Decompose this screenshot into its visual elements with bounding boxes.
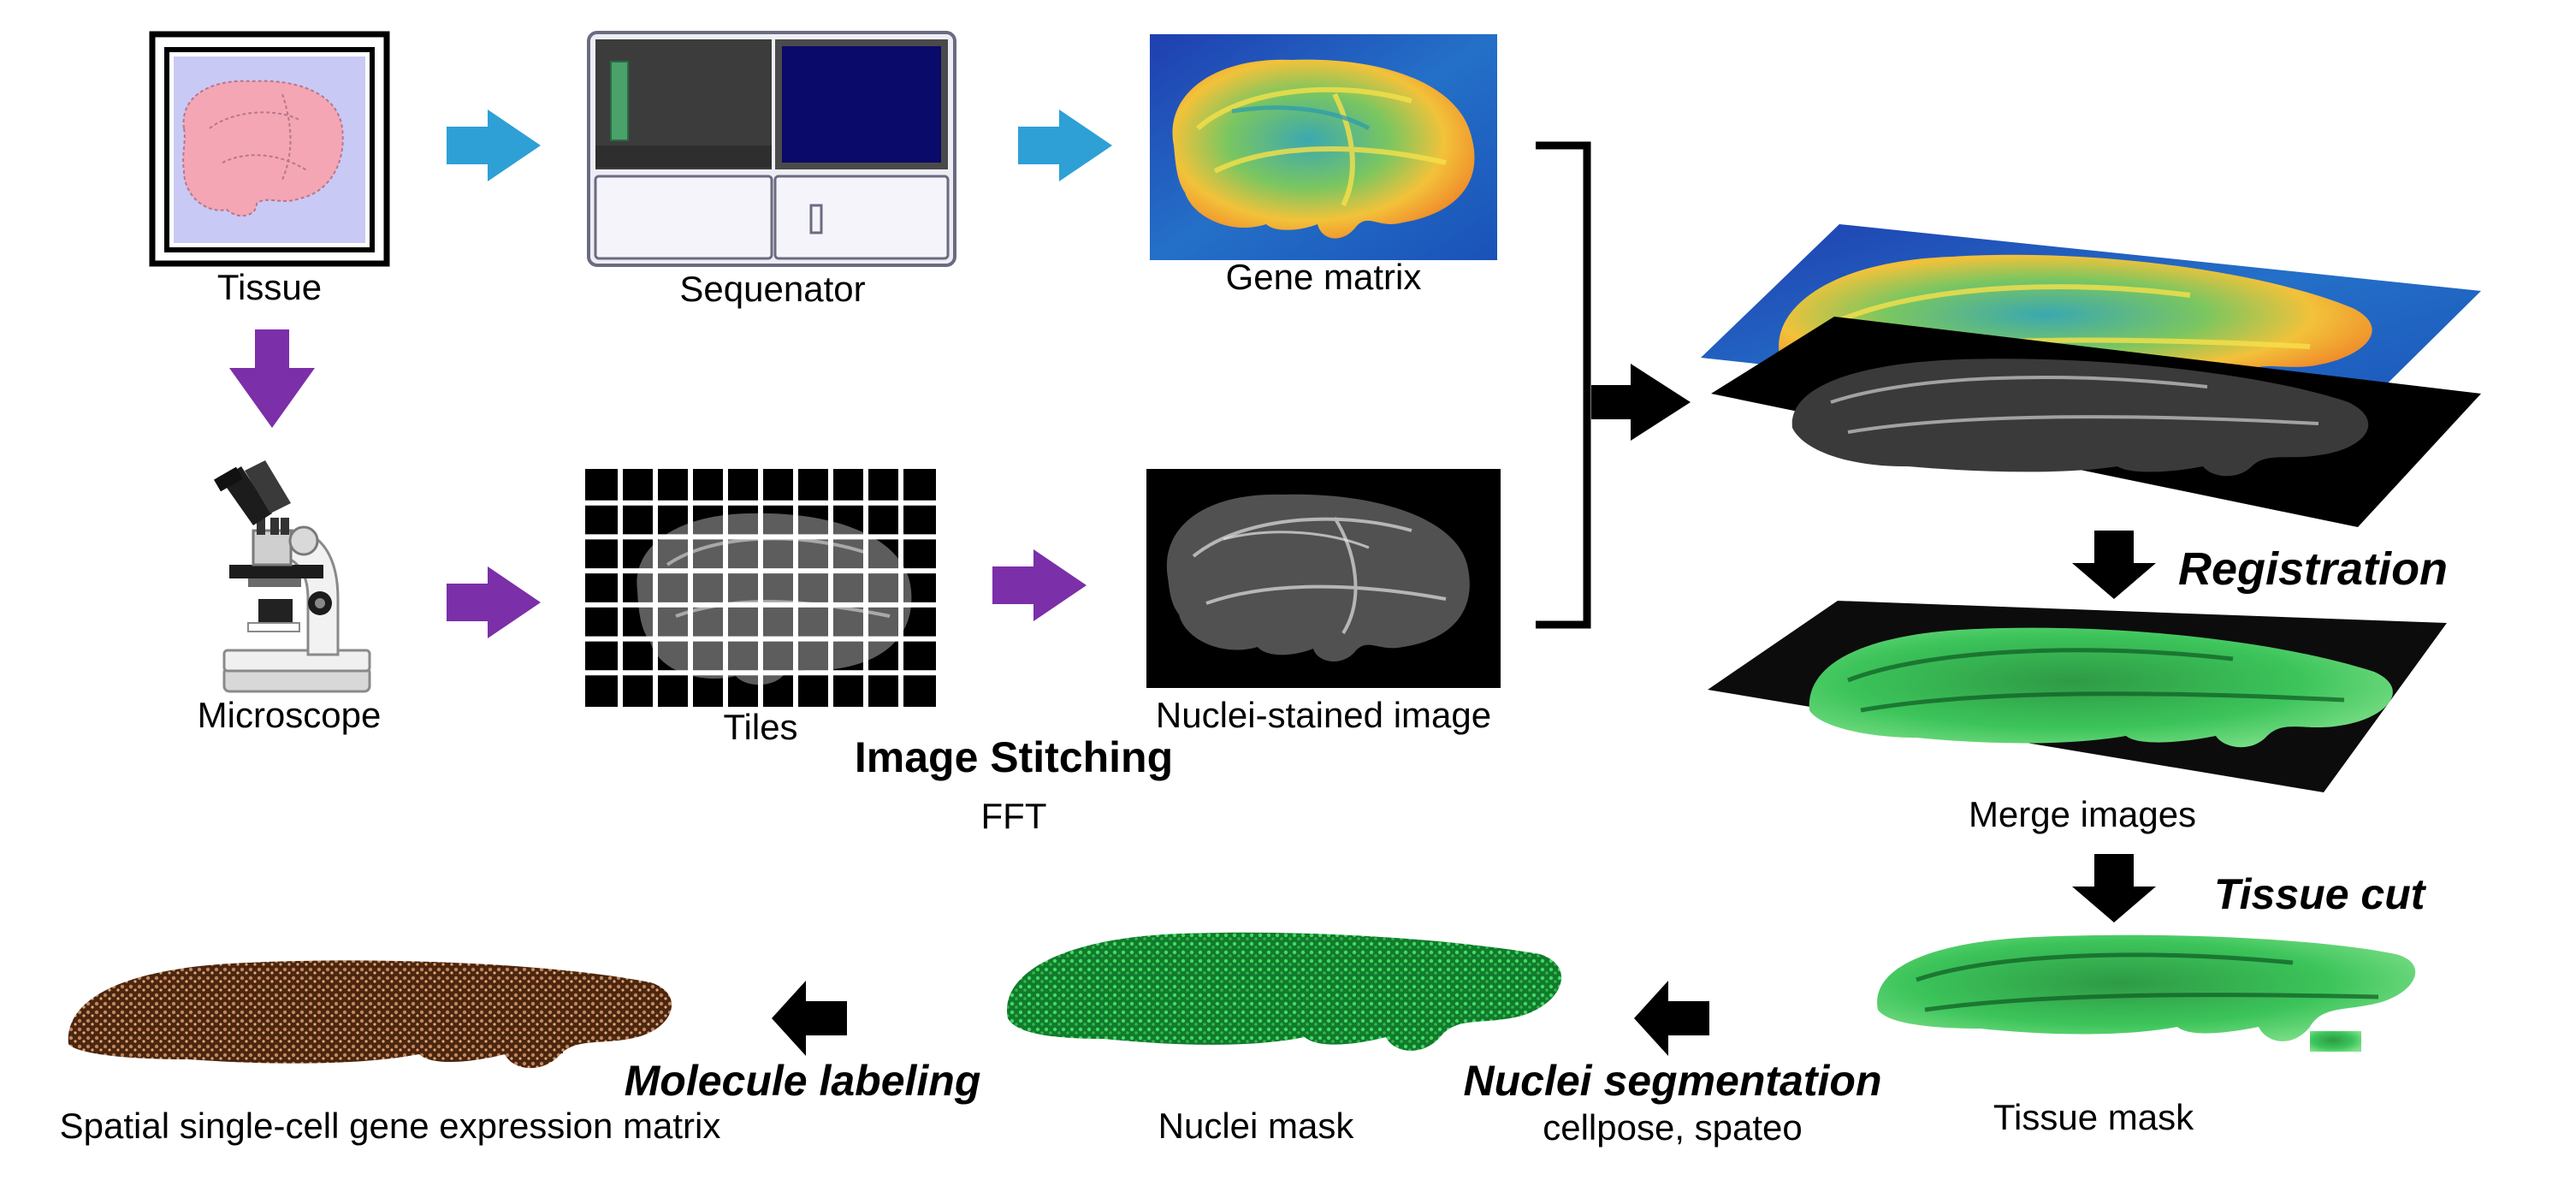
- tissue-cut-label: Tissue cut: [2214, 870, 2425, 918]
- arrow-tiles-to-nuclei-image: [992, 549, 1087, 621]
- arrow-microscope-to-tiles: [447, 566, 541, 638]
- microscope-label: Microscope: [197, 695, 382, 735]
- image-stitching-label: Image Stitching: [854, 733, 1174, 781]
- merge-bracket: [1536, 141, 1591, 629]
- nuclei-mask-image: [1007, 932, 1562, 1051]
- tissue-label: Tissue: [216, 267, 323, 307]
- expression-matrix-image: [68, 960, 672, 1069]
- arrow-registration: [2072, 531, 2156, 599]
- fft-label: FFT: [980, 796, 1047, 836]
- arrow-molecule-labeling: [772, 981, 847, 1056]
- molecule-labeling-label: Molecule labeling: [624, 1057, 981, 1105]
- merge-images-label: Merge images: [1968, 794, 2197, 834]
- cellpose-label: cellpose, spateo: [1543, 1107, 1803, 1148]
- tissue-mask-label: Tissue mask: [1993, 1097, 2194, 1137]
- arrow-tissue-to-microscope: [229, 329, 315, 428]
- merged-image: [1708, 601, 2447, 792]
- gene-matrix-label: Gene matrix: [1225, 257, 1422, 297]
- tiles-grid-icon: [585, 469, 936, 707]
- expression-matrix-label: Spatial single-cell gene expression matr…: [59, 1106, 721, 1146]
- arrow-tissue-cut: [2072, 854, 2156, 922]
- nuclei-stained-image: [1146, 469, 1501, 688]
- stacked-layers: [1701, 224, 2481, 527]
- microscope-icon: [214, 460, 371, 693]
- sequenator-label: Sequenator: [679, 269, 866, 309]
- arrow-nuclei-segmentation: [1634, 981, 1709, 1056]
- sequencer-icon: [587, 31, 956, 267]
- arrow-bracket-to-layers: [1591, 364, 1691, 441]
- nuclei-segmentation-label: Nuclei segmentation: [1463, 1057, 1882, 1105]
- gene-matrix-heatmap: [1150, 34, 1497, 260]
- arrow-sequenator-to-gene-matrix: [1018, 110, 1112, 181]
- nuclei-mask-label: Nuclei mask: [1158, 1106, 1354, 1146]
- tissue-mask-image: [1877, 934, 2416, 1052]
- tissue-slide-icon: [149, 31, 390, 267]
- tiles-label: Tiles: [723, 707, 798, 747]
- arrow-tissue-to-sequenator: [447, 110, 541, 181]
- nuclei-stained-label: Nuclei-stained image: [1155, 695, 1492, 735]
- registration-label: Registration: [2178, 543, 2449, 595]
